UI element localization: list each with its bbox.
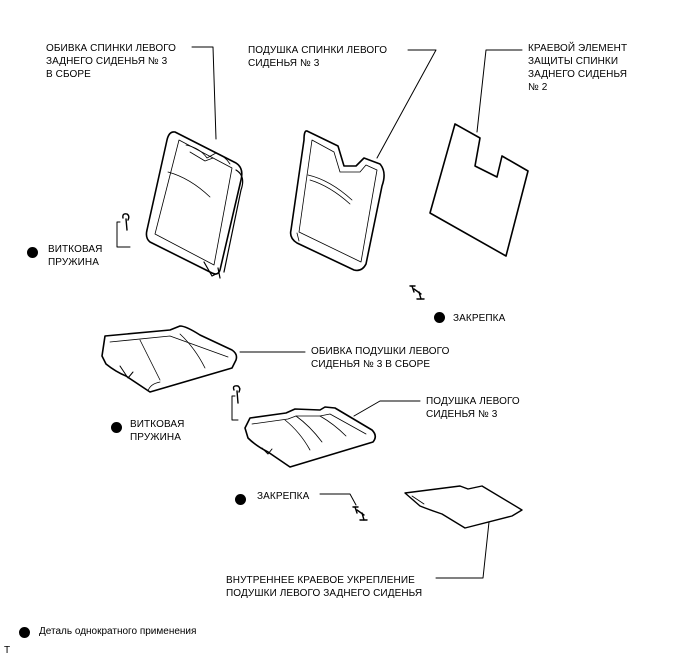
coil-spring-lower-drawing xyxy=(232,385,241,404)
single-use-marker-clip-upper xyxy=(434,312,445,323)
seatback-cover-drawing xyxy=(145,131,244,279)
clip-lower-drawing xyxy=(352,506,368,521)
cushion-cover-drawing xyxy=(101,325,238,393)
coil-spring-lower-label: ВИТКОВАЯ ПРУЖИНА xyxy=(130,419,185,443)
seatback-cover-label: ОБИВКА СПИНКИ ЛЕВОГО ЗАДНЕГО СИДЕНЬЯ № 3… xyxy=(46,43,177,80)
legend-single-use-marker xyxy=(19,627,30,638)
cushion-edge-support-drawing xyxy=(404,485,523,529)
clip-upper-drawing xyxy=(409,285,425,300)
corner-mark: T xyxy=(4,645,11,656)
single-use-marker-spring-lower xyxy=(111,422,122,433)
cushion-edge-support-label: ВНУТРЕННЕЕ КРАЕВОЕ УКРЕПЛЕНИЕ ПОДУШКИ ЛЕ… xyxy=(226,575,423,599)
single-use-marker-clip-lower xyxy=(235,494,246,505)
clip-upper-label: ЗАКРЕПКА xyxy=(453,313,506,324)
cushion-pad-label: ПОДУШКА ЛЕВОГО СИДЕНЬЯ № 3 xyxy=(426,396,520,420)
seatback-edge-protector-drawing xyxy=(429,123,529,257)
clip-lower-label: ЗАКРЕПКА xyxy=(257,491,310,502)
coil-spring-upper-label: ВИТКОВАЯ ПРУЖИНА xyxy=(48,244,103,268)
cushion-cover-label: ОБИВКА ПОДУШКИ ЛЕВОГО СИДЕНЬЯ № 3 В СБОР… xyxy=(311,346,450,370)
coil-spring-upper-drawing xyxy=(122,213,130,231)
single-use-marker-spring-upper xyxy=(27,247,38,258)
seatback-edge-protector-label: КРАЕВОЙ ЭЛЕМЕНТ ЗАЩИТЫ СПИНКИ ЗАДНЕГО СИ… xyxy=(528,43,628,93)
cushion-pad-drawing xyxy=(244,406,377,468)
leader-lines xyxy=(116,46,523,579)
seatback-pad-drawing xyxy=(289,130,385,272)
legend-text: Деталь однократного применения xyxy=(39,626,197,637)
seatback-pad-label: ПОДУШКА СПИНКИ ЛЕВОГО СИДЕНЬЯ № 3 xyxy=(248,45,388,69)
